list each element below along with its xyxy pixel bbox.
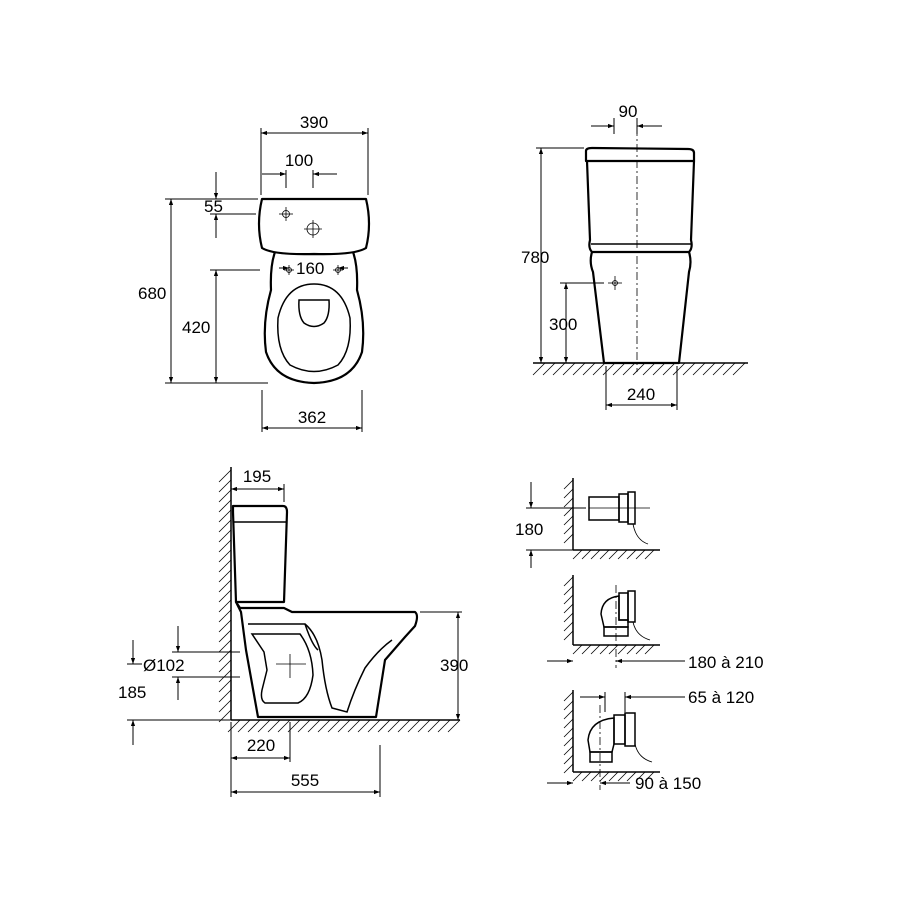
dim-390-side: 390 bbox=[440, 656, 468, 675]
dim-220: 220 bbox=[247, 736, 275, 755]
dim-780: 780 bbox=[521, 248, 549, 267]
dim-100: 100 bbox=[285, 151, 313, 170]
dim-55: 55 bbox=[204, 197, 223, 216]
wall-hatch-d3 bbox=[563, 691, 655, 782]
dim-185: 185 bbox=[118, 683, 146, 702]
dim-160: 160 bbox=[296, 259, 324, 278]
dim-300: 300 bbox=[549, 315, 577, 334]
connection-details: 180 180 à 210 bbox=[515, 478, 764, 793]
dim-90-150: 90 à 150 bbox=[635, 774, 701, 793]
floor-hatch-side bbox=[227, 719, 461, 733]
cistern-lid bbox=[584, 146, 696, 163]
pan-side bbox=[234, 600, 419, 719]
wall-hatch bbox=[218, 469, 232, 723]
top-view: 390 100 55 680 420 160 362 bbox=[138, 113, 371, 432]
cistern-outline bbox=[257, 197, 371, 256]
bowl-outline bbox=[263, 251, 365, 385]
dim-555: 555 bbox=[291, 771, 319, 790]
dim-195: 195 bbox=[243, 467, 271, 486]
trapway-outline bbox=[248, 623, 393, 713]
connection-offset-bend: 65 à 120 90 à 150 bbox=[547, 688, 754, 793]
dim-180-210: 180 à 210 bbox=[688, 653, 764, 672]
side-view: 195 Ø102 185 390 220 555 bbox=[118, 467, 468, 797]
front-view: 90 780 300 240 bbox=[521, 102, 748, 410]
wall-hatch-d2 bbox=[563, 576, 655, 655]
bowl-opening-outline bbox=[298, 299, 330, 328]
dim-outlet-diameter: Ø102 bbox=[143, 656, 185, 675]
floor-hatch bbox=[532, 362, 746, 376]
connection-vertical-bend: 180 à 210 bbox=[547, 575, 764, 672]
seat-inner-outline bbox=[277, 283, 351, 373]
dim-680: 680 bbox=[138, 284, 166, 303]
cistern-side bbox=[231, 504, 289, 604]
pedestal-body bbox=[589, 251, 692, 365]
dim-180: 180 bbox=[515, 520, 543, 539]
dim-420: 420 bbox=[182, 318, 210, 337]
dim-90: 90 bbox=[619, 102, 638, 121]
connection-horizontal: 180 bbox=[515, 478, 660, 568]
dim-362: 362 bbox=[298, 408, 326, 427]
dim-390-top: 390 bbox=[300, 113, 328, 132]
wall-hatch-d1 bbox=[563, 479, 655, 560]
dim-65-120: 65 à 120 bbox=[688, 688, 754, 707]
dim-240: 240 bbox=[627, 385, 655, 404]
cistern-body bbox=[585, 160, 696, 254]
